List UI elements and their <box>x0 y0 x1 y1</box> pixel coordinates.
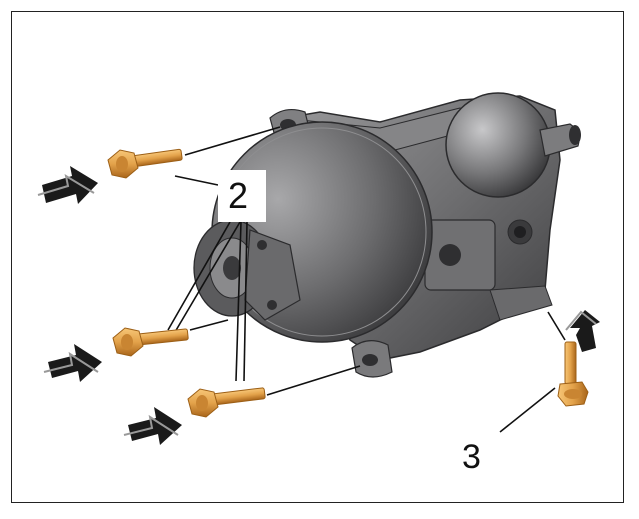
callout-2-to-bolt-3-b <box>243 221 248 382</box>
callout-label-3: 3 <box>462 438 481 476</box>
callout-2-to-bolt-1 <box>174 175 219 186</box>
outlet-opening <box>569 125 581 145</box>
callout-2-to-bolt-2-b <box>174 221 241 333</box>
arrow-up-right <box>565 310 600 352</box>
leader-bolt-4-to-hole <box>547 311 566 341</box>
bracket-hole <box>257 240 267 250</box>
bolt-lower-left <box>187 387 266 418</box>
bolt-middle-left <box>112 327 189 357</box>
pump-assembly <box>193 92 581 378</box>
callout-label-2: 2 <box>228 175 249 216</box>
leader-lines <box>167 126 566 433</box>
leader-bolt-1-to-hole <box>184 126 281 156</box>
reservoir-dome <box>445 92 551 198</box>
callout-box-2 <box>218 170 266 222</box>
callout-2-to-bolt-2-a <box>167 221 231 331</box>
leader-bolt-2-to-hole <box>189 319 229 331</box>
mounting-hole-lower <box>362 354 378 366</box>
bolt-vertical <box>557 341 589 407</box>
side-port-1 <box>439 244 461 266</box>
shaft-hub <box>223 256 241 280</box>
bracket-hole-2 <box>267 300 277 310</box>
arrow-upper-left <box>37 166 98 204</box>
callout-2-to-bolt-3-a <box>235 221 242 382</box>
bolt-upper-left <box>107 148 183 179</box>
callout-3-to-bolt-4 <box>499 387 556 433</box>
arrow-lower-left <box>123 407 182 445</box>
lower-boss <box>489 285 553 321</box>
leader-bolt-3-to-hole <box>266 365 361 396</box>
side-port-2-inner <box>514 226 526 238</box>
arrow-middle-left <box>43 344 102 382</box>
